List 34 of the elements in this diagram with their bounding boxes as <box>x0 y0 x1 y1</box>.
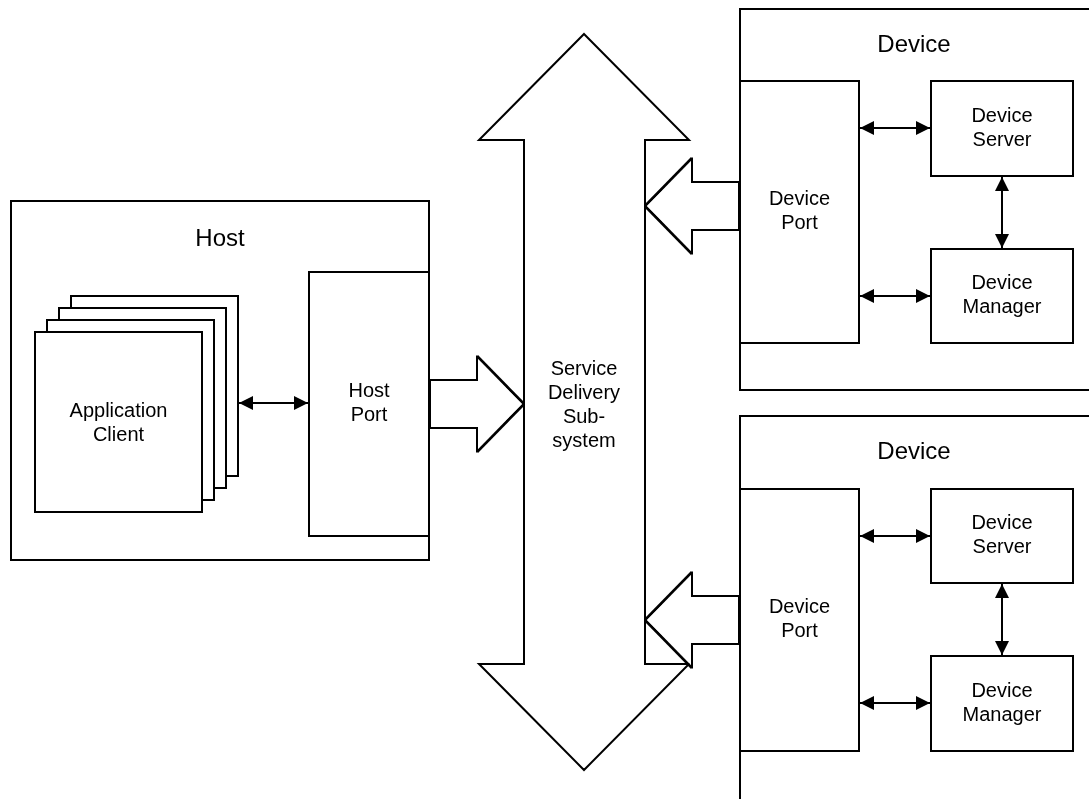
double-arrow <box>995 583 1009 656</box>
component-label: Device Port <box>767 594 832 642</box>
component-label: Application Client <box>68 398 169 446</box>
component-label: Device Manager <box>961 677 1043 726</box>
double-arrow-shape <box>478 33 690 771</box>
container-box <box>10 200 430 561</box>
component-box <box>739 488 860 752</box>
double-arrow <box>238 396 309 410</box>
component-label: Device Server <box>970 510 1034 558</box>
double-arrow <box>995 176 1009 249</box>
component-label: Service Delivery Sub-system <box>546 356 622 452</box>
block-arrow <box>645 572 739 668</box>
container-box <box>739 8 1089 391</box>
block-arrow <box>430 356 524 452</box>
group-title: Device <box>876 30 952 59</box>
group-title: Device <box>876 437 952 466</box>
double-arrow <box>859 289 931 303</box>
double-arrow <box>859 121 931 135</box>
component-box <box>930 488 1074 584</box>
component-box <box>308 271 430 537</box>
group-title: Host <box>194 224 246 253</box>
component-label: Device Manager <box>961 270 1043 318</box>
component-label: Device Port <box>767 186 832 234</box>
double-arrow <box>859 529 931 543</box>
component-label: Device Server <box>970 102 1034 151</box>
stacked-pages <box>34 296 239 513</box>
component-box <box>930 80 1074 177</box>
component-box <box>930 655 1074 752</box>
component-label: Host Port <box>347 378 391 426</box>
double-arrow <box>859 696 931 710</box>
block-arrow <box>645 158 739 254</box>
container-box <box>739 415 1089 799</box>
component-box <box>739 80 860 344</box>
component-box <box>930 248 1074 344</box>
